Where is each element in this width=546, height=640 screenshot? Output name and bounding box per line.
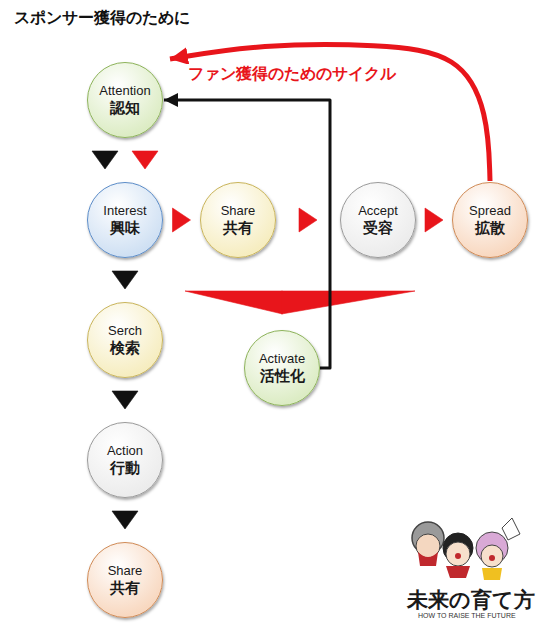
node-heading: Interest	[103, 203, 146, 219]
attention-circle: Attention認知	[87, 62, 163, 138]
logo-figures	[412, 518, 520, 580]
flow-triangle	[132, 151, 158, 169]
flow-triangle	[92, 151, 118, 169]
flow-triangle	[112, 271, 138, 289]
node-heading: Activate	[259, 351, 305, 367]
node-heading: Serch	[108, 323, 142, 339]
node-body: 受容	[363, 219, 393, 237]
node-heading: Accept	[358, 203, 398, 219]
node-body: 行動	[110, 459, 140, 477]
diagram-title: スポンサー獲得のために	[14, 8, 190, 29]
flow-triangle	[112, 391, 138, 409]
flow-triangle	[173, 208, 191, 232]
flow-triangle	[185, 291, 283, 314]
interest-circle: Interest興味	[87, 182, 163, 258]
spread-circle: Spread拡散	[452, 182, 528, 258]
node-heading: Action	[107, 443, 143, 459]
flow-triangle	[282, 291, 416, 314]
node-heading: Share	[221, 203, 256, 219]
flow-triangle	[425, 208, 443, 232]
node-body: 共有	[110, 579, 140, 597]
node-body: 興味	[110, 219, 140, 237]
accept-circle: Accept受容	[340, 182, 416, 258]
flow-triangle	[299, 208, 317, 232]
node-body: 認知	[110, 99, 140, 117]
node-body: 共有	[223, 219, 253, 237]
cycle-label: ファン獲得のためのサイクル	[186, 64, 398, 85]
node-heading: Attention	[99, 83, 150, 99]
logo-subtitle: HOW TO RAISE THE FUTURE	[418, 612, 516, 619]
logo-text: 未来の育て方	[407, 586, 535, 614]
node-body: 検索	[110, 339, 140, 357]
search-circle: Serch検索	[87, 302, 163, 378]
node-heading: Share	[108, 563, 143, 579]
flow-triangle	[112, 511, 138, 529]
node-body: 拡散	[475, 219, 505, 237]
activate-circle: Activate活性化	[244, 330, 320, 406]
share-circle: Share共有	[87, 542, 163, 618]
share-circle: Share共有	[200, 182, 276, 258]
node-body: 活性化	[260, 367, 305, 385]
action-circle: Action行動	[87, 422, 163, 498]
node-heading: Spread	[469, 203, 511, 219]
flow-arrow	[164, 100, 330, 368]
